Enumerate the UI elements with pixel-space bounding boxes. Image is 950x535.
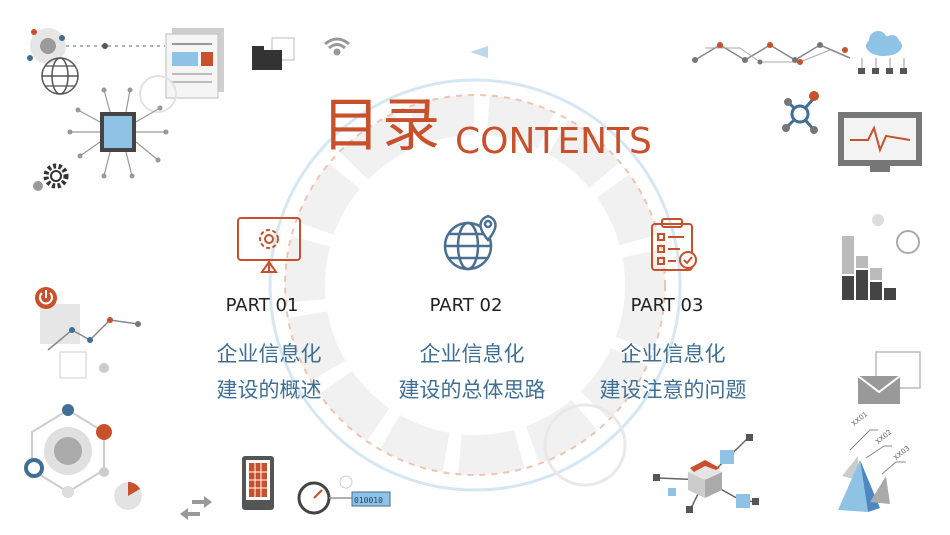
- part-03-line2: 建设注意的问题: [599, 378, 747, 402]
- part-02-line2: 建设的总体思路: [398, 378, 546, 402]
- title-english: CONTENTS: [455, 121, 652, 162]
- gauge-icon: [297, 475, 391, 515]
- wifi-icon: [324, 37, 350, 56]
- monitor-heartbeat-icon: [838, 112, 922, 172]
- globe-pin-icon: [443, 214, 497, 271]
- document-decoration: [165, 28, 224, 99]
- pyramid-chart-decoration: [838, 429, 906, 512]
- chip-decoration: [67, 75, 177, 179]
- part-03-description[interactable]: 企业信息化 建设注意的问题: [563, 336, 783, 408]
- hexagon-network-decoration: [24, 404, 142, 510]
- center-dial-decoration: [268, 46, 682, 492]
- part-01-label: PART 01: [225, 295, 299, 316]
- cube-network-decoration: [653, 434, 759, 513]
- gear-icon: [33, 163, 69, 191]
- clipboard-check-icon: [651, 218, 697, 271]
- monitor-gear-icon: [237, 217, 301, 273]
- title-chinese: 目录: [322, 91, 443, 159]
- part-03-label: PART 03: [630, 295, 704, 316]
- molecule-icon: [782, 91, 819, 134]
- part-02-line1: 企业信息化: [419, 342, 525, 366]
- arrows-icon: [180, 496, 212, 520]
- mail-icon: [857, 351, 921, 404]
- part-01-description[interactable]: 企业信息化 建设的概述: [159, 336, 379, 408]
- part-03-line1: 企业信息化: [620, 342, 726, 366]
- network-globe-decoration: [27, 28, 165, 95]
- part-01-line2: 建设的概述: [216, 378, 322, 402]
- bar-chart-icon: [842, 214, 920, 300]
- phone-icon: [242, 456, 274, 510]
- part-02-label: PART 02: [429, 295, 503, 316]
- circuit-cloud-decoration: [692, 31, 907, 74]
- power-line-chart-decoration: [35, 287, 141, 379]
- binary-text: 010010: [354, 496, 383, 505]
- folder-icon: [252, 37, 295, 70]
- part-01-line1: 企业信息化: [216, 342, 322, 366]
- part-02-description[interactable]: 企业信息化 建设的总体思路: [362, 336, 582, 408]
